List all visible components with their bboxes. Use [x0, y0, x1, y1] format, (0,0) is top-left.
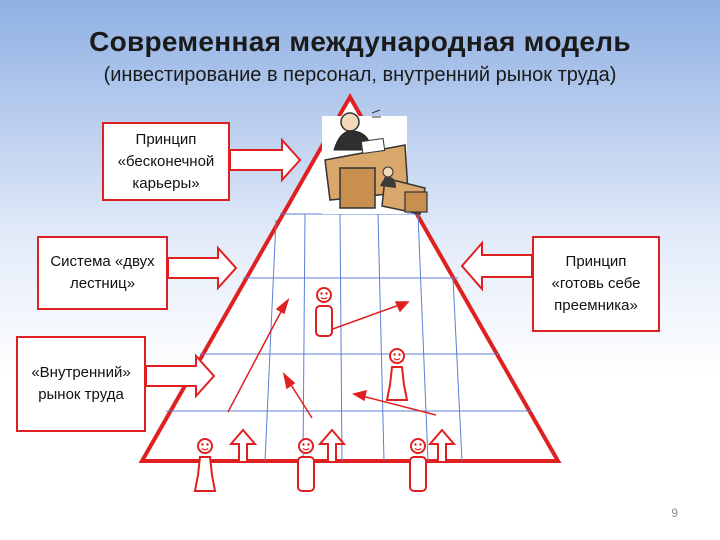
pyramid-grid	[166, 213, 532, 462]
page-number: 9	[671, 506, 678, 520]
pyramid-outline	[138, 92, 562, 463]
arrow-internal-market	[145, 353, 216, 399]
people-figures	[193, 287, 427, 492]
smiley-person-icon	[297, 438, 315, 492]
box-successor: Принцип «готовь себе преемника»	[532, 236, 660, 332]
smiley-person-icon	[315, 287, 333, 337]
slide-subtitle: (инвестирование в персонал, внутренний р…	[103, 64, 617, 86]
smiley-person-icon	[409, 438, 427, 492]
smiley-person-icon	[193, 438, 217, 492]
box-infinite-career-label: Принцип «бесконечной карьеры»	[117, 130, 215, 192]
arrow-infinite-career	[229, 137, 302, 183]
executive-at-desk-clipart	[322, 109, 428, 215]
box-internal-market: «Внутренний» рынок труда	[16, 336, 146, 432]
box-successor-label: Принцип «готовь себе преемника»	[551, 253, 641, 314]
movement-arrows	[227, 297, 437, 419]
box-dual-ladder: Система «двух лестниц»	[37, 236, 168, 310]
arrow-successor	[460, 240, 533, 292]
arrow-dual-ladder	[167, 245, 238, 291]
pointer-arrows	[145, 137, 533, 399]
box-internal-market-label: «Внутренний» рынок труда	[31, 364, 131, 403]
box-dual-ladder-label: Система «двух лестниц»	[50, 253, 155, 292]
box-infinite-career: Принцип «бесконечной карьеры»	[102, 122, 230, 201]
smiley-person-icon	[385, 348, 409, 401]
slide-title: Современная международная модель	[89, 26, 631, 57]
